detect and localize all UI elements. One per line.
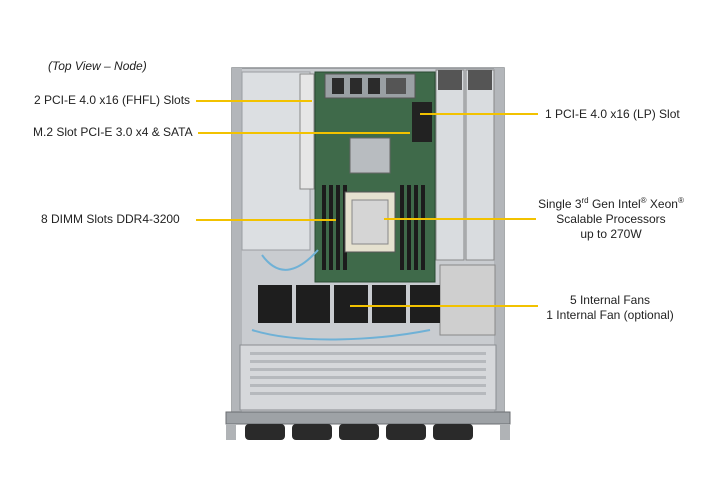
callout-line-pcie-lp <box>420 113 538 115</box>
power-distribution <box>439 264 496 336</box>
callout-label-m2: M.2 Slot PCI-E 3.0 x4 & SATA <box>33 125 193 139</box>
callout-label-fans: 5 Internal Fans 1 Internal Fan (optional… <box>530 293 690 323</box>
pch-heatsink <box>349 137 391 174</box>
internal-fans <box>258 285 440 323</box>
view-title: (Top View – Node) <box>48 59 147 73</box>
callout-label-pcie-fhfl: 2 PCI-E 4.0 x16 (FHFL) Slots <box>34 93 191 107</box>
front-bezel <box>225 411 511 425</box>
psu-1 <box>435 69 465 261</box>
callout-label-pcie-lp: 1 PCI-E 4.0 x16 (LP) Slot <box>545 107 680 121</box>
cpu-line-2: Scalable Processors <box>556 212 666 226</box>
callout-line-dimm <box>196 219 336 221</box>
psu-2 <box>465 69 495 261</box>
dimm-slots-right <box>400 185 425 270</box>
chassis-right-rail <box>494 68 504 413</box>
lp-pcie-card <box>412 102 432 142</box>
cpu-line-1: Single 3rd Gen Intel® Xeon® <box>538 196 684 212</box>
fans-line-1: 5 Internal Fans <box>569 293 651 307</box>
cpu-line-3: up to 270W <box>580 227 642 241</box>
callout-label-cpu: Single 3rd Gen Intel® Xeon® Scalable Pro… <box>537 197 685 242</box>
front-fans <box>245 424 473 440</box>
riser-card <box>299 73 315 190</box>
callout-line-pcie-fhfl <box>196 100 312 102</box>
fans-line-2: 1 Internal Fan (optional) <box>546 308 674 322</box>
chassis-left-rail <box>232 68 242 413</box>
callout-line-cpu <box>384 218 536 220</box>
callout-line-fans <box>350 305 538 307</box>
callout-line-m2 <box>198 132 410 134</box>
callout-label-dimm: 8 DIMM Slots DDR4-3200 <box>41 212 180 226</box>
